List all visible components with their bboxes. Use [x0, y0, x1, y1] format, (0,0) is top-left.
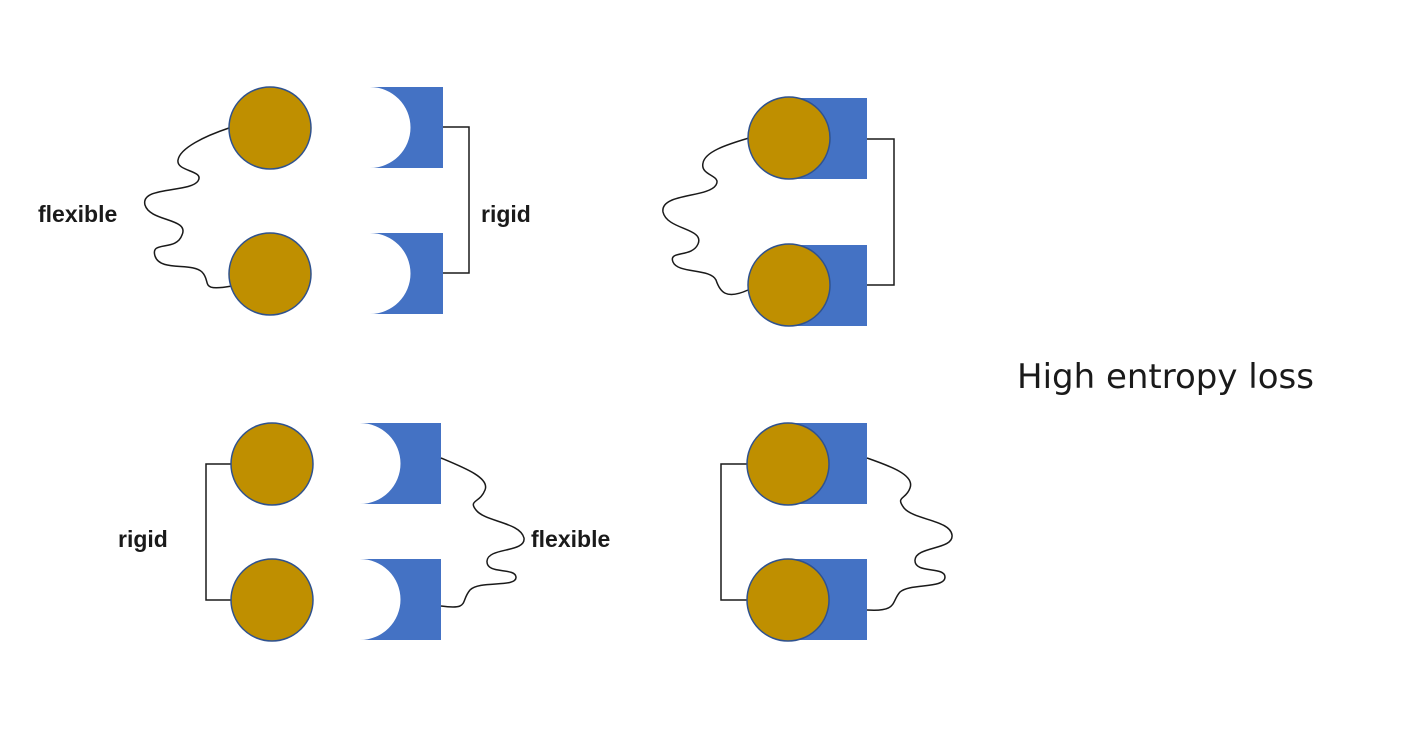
ligand-circle — [746, 422, 830, 506]
receptor-block — [370, 233, 443, 314]
entropy-note: High entropy loss — [1017, 357, 1314, 397]
rigid-linker-line — [205, 463, 232, 601]
rigid-linker-line — [443, 126, 470, 274]
ligand-circle — [228, 86, 312, 170]
ligand-circle — [747, 96, 831, 180]
rigid-linker-line — [867, 138, 895, 286]
receptor-block — [370, 87, 443, 168]
flexible-linker-line — [144, 127, 233, 289]
panel-top-right — [662, 96, 895, 327]
flexible-label: flexible — [531, 526, 610, 552]
ligand-circle — [230, 422, 314, 506]
panel-top-left: flexible rigid — [38, 86, 531, 316]
flexible-linker-line — [662, 137, 750, 296]
receptor-block — [360, 423, 441, 504]
rigid-label: rigid — [481, 201, 531, 227]
ligand-circle — [228, 232, 312, 316]
flexible-label: flexible — [38, 201, 117, 227]
rigid-linker-line — [720, 463, 748, 601]
rigid-label: rigid — [118, 526, 168, 552]
panel-bottom-right — [720, 422, 953, 642]
receptor-block — [360, 559, 441, 640]
ligand-circle — [746, 558, 830, 642]
flexible-linker-line — [440, 457, 525, 608]
ligand-circle — [747, 243, 831, 327]
panel-bottom-left: rigid flexible — [118, 422, 610, 642]
ligand-circle — [230, 558, 314, 642]
flexible-linker-line — [866, 457, 953, 611]
